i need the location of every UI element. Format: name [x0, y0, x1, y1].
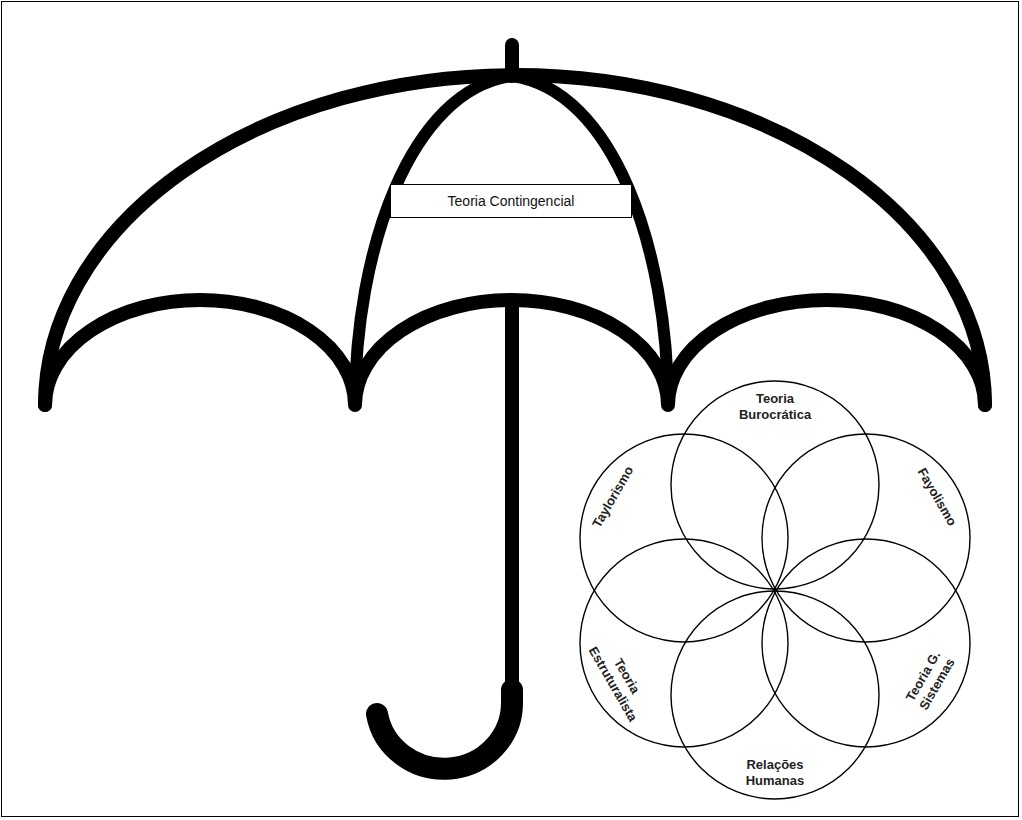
- theory-circle: Fayolismo: [761, 433, 971, 643]
- theory-label: Relações Humanas: [733, 757, 817, 788]
- label-box: Teoria Contingencial: [390, 184, 632, 218]
- theory-label: Teoria G. Sistemas: [897, 637, 964, 721]
- theory-label: Fayolismo: [913, 463, 961, 530]
- circle-outline: [580, 539, 788, 747]
- theory-label: Taylorismo: [588, 461, 638, 531]
- theory-circle: Relações Humanas: [670, 590, 880, 800]
- theory-label: Teoria Burocrática: [731, 391, 820, 422]
- umbrella-handle: [377, 690, 512, 769]
- theory-circle: Teoria Estruturalista: [579, 538, 789, 748]
- theory-circle: Taylorismo: [579, 433, 789, 643]
- umbrella-rib: [355, 76, 512, 405]
- circle-outline: [671, 381, 879, 589]
- circle-outline: [761, 433, 971, 643]
- theory-circle: Teoria G. Sistemas: [761, 538, 971, 748]
- umbrella-rib: [512, 76, 668, 405]
- box-label: Teoria Contingencial: [448, 193, 575, 209]
- theory-circle: Teoria Burocrática: [670, 380, 880, 590]
- umbrella-shaft: [505, 308, 519, 700]
- circle-outline: [762, 539, 970, 747]
- circle-outline: [671, 591, 879, 799]
- circle-outline: [762, 434, 970, 642]
- theory-label: Teoria Estruturalista: [580, 627, 659, 733]
- circle-outline: [580, 434, 788, 642]
- circle-outline: [579, 433, 789, 643]
